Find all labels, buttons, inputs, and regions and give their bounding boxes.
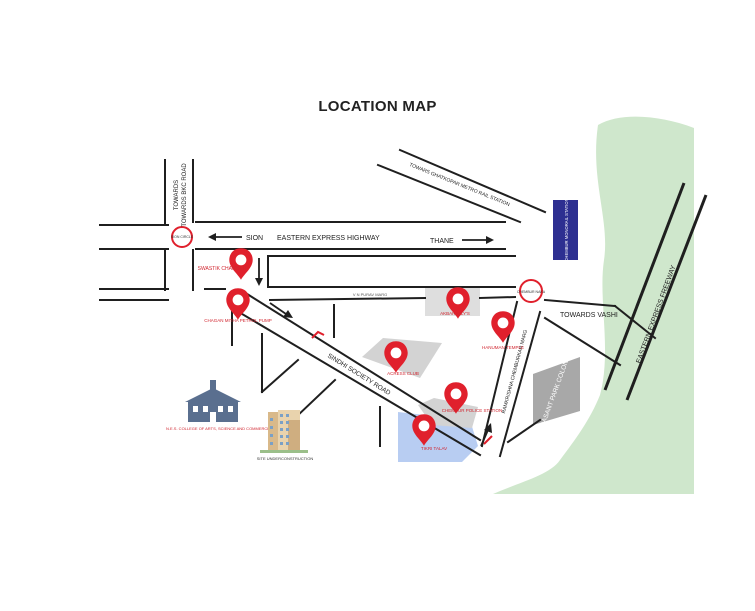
bkc-label-top: TOWARDS [174,180,180,210]
green-area [493,116,694,494]
sion-label: SION [246,235,263,242]
vashi-label: TOWARDS VASHI [560,312,618,319]
site-label: SITE UNDERCONSTRUCTION [257,456,314,461]
pin-swastik[interactable] [229,248,253,280]
college-label: N.E.S. COLLEGE OF ARTS, SCIENCE AND COMM… [166,426,270,431]
bkc-label: TOWARDS BKC ROAD [182,163,188,227]
chembur-naka: CHEMBUR NAKA [517,279,546,303]
vn-purav-label: V N PURAV MARG [353,292,387,297]
thane-label: THANE [430,238,454,245]
pin-hanuman[interactable] [491,311,515,343]
pin-acres-label: ACRESS CLUB [387,371,419,376]
pin-chagan-label: CHAGAN MITHA PETROL PUMP [204,318,272,323]
pin-hanuman-label: HANUMAN TEMPLE [482,345,524,350]
pin-chagan[interactable] [226,288,250,320]
pin-talav-label: TIKRI TALAV [421,446,447,451]
eeh-label: EASTERN EXPRESS HIGHWAY [277,235,380,242]
pin-police-label: CHEMBUR POLICE STATION [442,408,503,413]
chembur-naka-label: CHEMBUR NAKA [517,290,546,294]
sion-circle: SION CIRCLE [171,226,194,248]
pin-swastik-label: SWASTIK CHAMBER [198,266,247,272]
arrows [208,233,494,447]
metro-label: TOWARS GHATKOPAR METRO RAIL STATION [408,162,511,208]
monorail-box: CHEMBUR MONORAIL STATION [553,198,578,262]
college-icon [185,380,241,422]
monorail-label: CHEMBUR MONORAIL STATION [564,198,569,261]
map-title: LOCATION MAP [318,98,437,115]
site-building-icon [260,410,308,453]
pin-akbarallys-label: AKBARALLY'S [440,311,470,316]
sion-circle-label: SION CIRCLE [171,235,194,239]
basant-park-block [533,357,580,425]
